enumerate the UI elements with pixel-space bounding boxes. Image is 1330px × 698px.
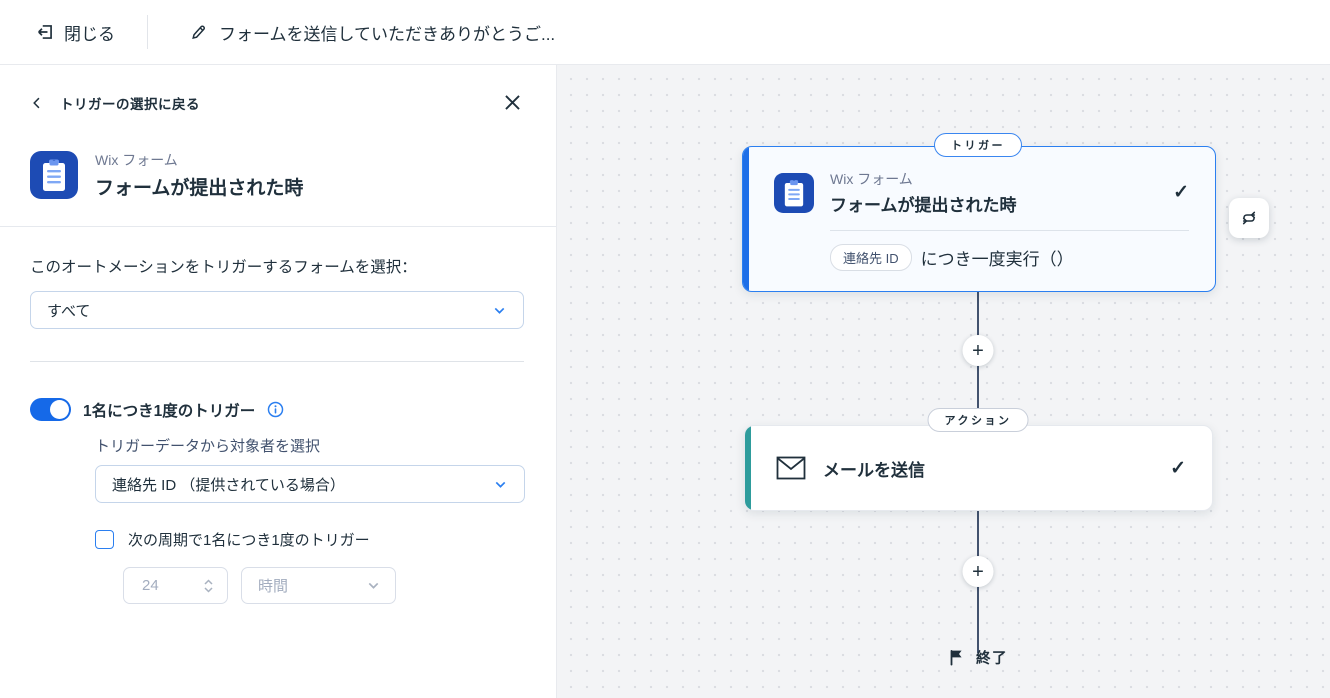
trigger-accent-bar — [743, 147, 749, 291]
chevron-down-icon — [368, 582, 379, 589]
cycle-value-stepper[interactable]: 24 — [123, 567, 228, 604]
chevron-left-icon — [33, 97, 40, 108]
audience-value: 連絡先 ID （提供されている場合） — [112, 476, 345, 494]
trigger-card-texts: Wix フォーム フォームが提出された時 — [830, 169, 1157, 216]
flow-end: 終了 — [948, 647, 1008, 668]
form-select-value: すべて — [47, 302, 91, 320]
automation-title-edit[interactable]: フォームを送信していただきありがとうご... — [190, 20, 555, 45]
back-to-trigger-selection[interactable]: トリガーの選択に戻る — [30, 93, 200, 113]
exit-icon — [38, 25, 52, 39]
back-link-label: トリガーの選択に戻る — [60, 96, 200, 112]
flag-icon — [950, 650, 962, 666]
info-icon[interactable] — [267, 401, 284, 418]
add-step-button[interactable]: + — [962, 335, 994, 366]
app-header-texts: Wix フォーム フォームが提出された時 — [95, 150, 303, 200]
contact-id-chip: 連絡先 ID — [830, 244, 912, 271]
action-badge: アクション — [927, 408, 1029, 432]
audience-label: トリガーデータから対象者を選択 — [95, 438, 321, 455]
replace-trigger-button[interactable] — [1229, 198, 1269, 238]
close-panel-button[interactable] — [499, 89, 526, 116]
form-select-dropdown[interactable]: すべて — [30, 291, 524, 329]
chevron-down-icon — [495, 481, 506, 488]
action-node-card[interactable]: メールを送信 ✓ — [744, 425, 1213, 511]
cycle-checkbox[interactable] — [95, 530, 114, 549]
pencil-icon — [192, 24, 205, 39]
form-select-label: このオートメーションをトリガーするフォームを選択： — [30, 259, 417, 276]
chevron-down-icon — [494, 307, 505, 314]
top-bar: 閉じる フォームを送信していただきありがとうご... — [0, 0, 1330, 65]
wix-forms-app-icon — [774, 172, 814, 213]
automation-flow-canvas[interactable]: トリガー Wix フォーム フォームが提出された時 ✓ — [557, 65, 1330, 698]
close-icon — [505, 95, 520, 110]
close-button-label: 閉じる — [64, 24, 115, 44]
trigger-node-card[interactable]: Wix フォーム フォームが提出された時 ✓ 連絡先 ID につき一度実行（） — [742, 146, 1216, 292]
add-step-button[interactable]: + — [962, 556, 994, 587]
toggle-knob — [50, 400, 69, 419]
email-icon — [776, 456, 806, 480]
run-once-text: につき一度実行（） — [920, 250, 1074, 269]
app-name: Wix フォーム — [95, 152, 178, 168]
trigger-card-divider — [830, 230, 1189, 231]
cycle-value: 24 — [142, 577, 159, 594]
cycle-checkbox-label: 次の周期で1名につき1度のトリガー — [128, 532, 370, 549]
action-accent-bar — [745, 426, 751, 510]
close-button[interactable]: 閉じる — [36, 20, 115, 45]
trigger-card-title: フォームが提出された時 — [830, 196, 1017, 215]
action-card-title: メールを送信 — [823, 460, 925, 480]
topbar-separator — [147, 15, 148, 49]
header-divider — [0, 226, 556, 227]
trigger-badge: トリガー — [934, 133, 1022, 157]
audience-dropdown[interactable]: 連絡先 ID （提供されている場合） — [95, 465, 525, 503]
check-icon: ✓ — [1170, 457, 1186, 479]
wix-forms-app-icon — [30, 151, 78, 199]
trigger-settings-panel: トリガーの選択に戻る — [0, 65, 557, 698]
main-area: トリガーの選択に戻る — [0, 65, 1330, 698]
swap-icon — [1242, 211, 1256, 225]
trigger-name-title: フォームが提出された時 — [95, 178, 304, 199]
once-per-person-toggle[interactable] — [30, 398, 71, 421]
stepper-arrows-icon — [204, 578, 213, 593]
automation-title: フォームを送信していただきありがとうご... — [219, 24, 556, 44]
once-per-person-label: 1名につき1度のトリガー — [83, 402, 256, 420]
cycle-unit-value: 時間 — [258, 578, 289, 595]
trigger-card-app-name: Wix フォーム — [830, 171, 913, 187]
section-divider — [30, 361, 524, 362]
cycle-unit-dropdown[interactable]: 時間 — [241, 567, 396, 604]
check-icon: ✓ — [1173, 182, 1189, 203]
end-label: 終了 — [976, 651, 1008, 667]
